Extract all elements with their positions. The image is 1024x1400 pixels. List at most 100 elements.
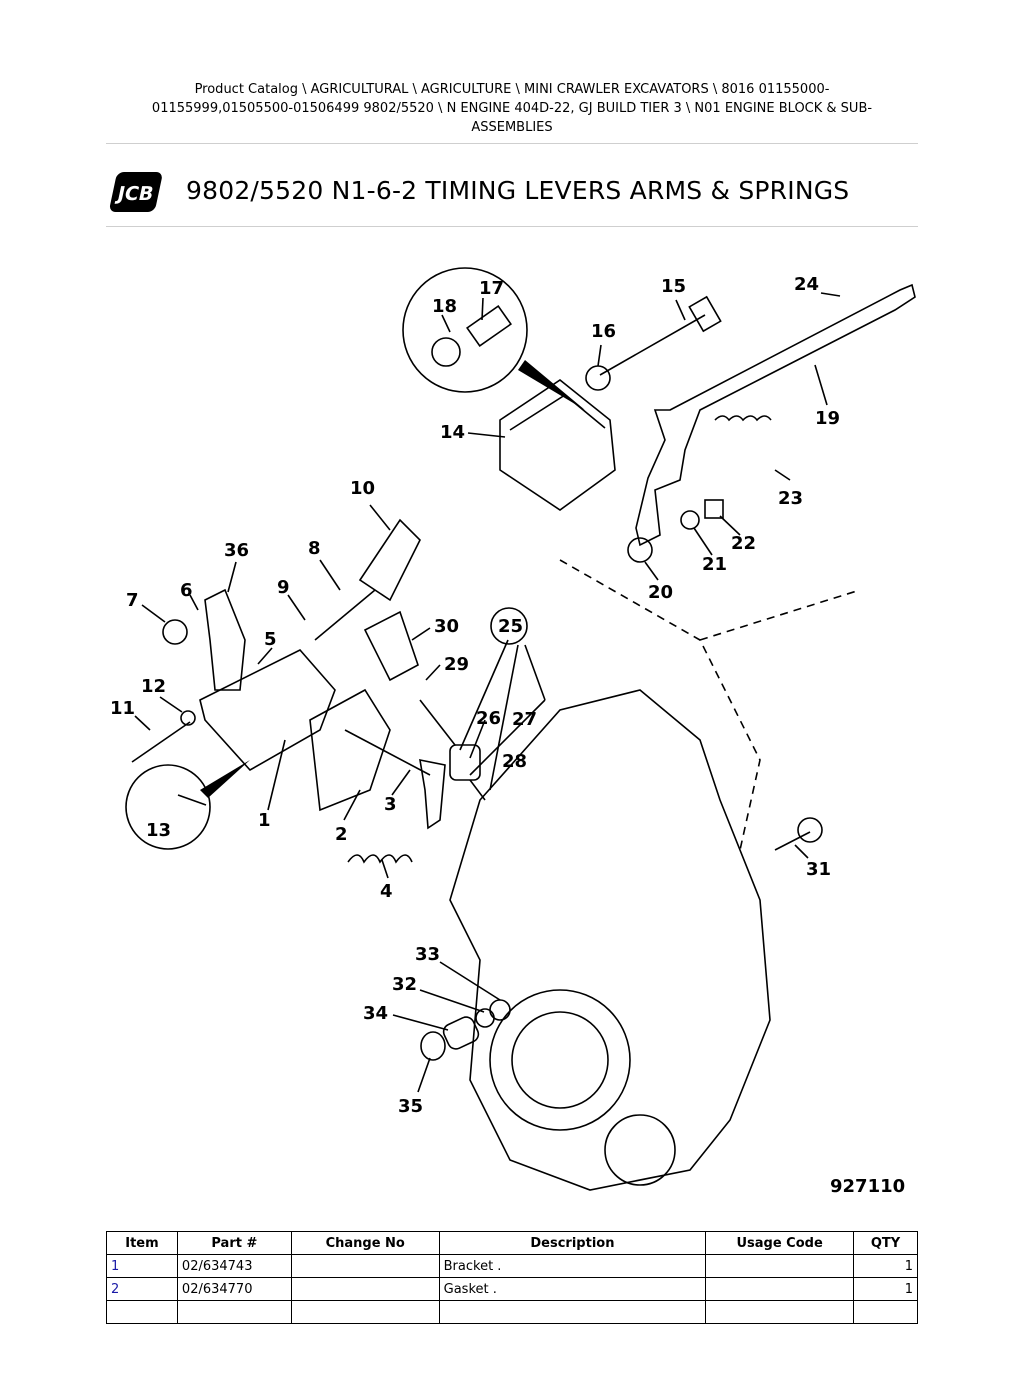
header-divider bbox=[106, 143, 918, 144]
callout-1: 1 bbox=[258, 810, 271, 831]
quantity: 1 bbox=[853, 1254, 918, 1278]
part-36-bracket bbox=[204, 588, 246, 691]
part-3-shaft bbox=[344, 729, 431, 776]
callout-7: 7 bbox=[126, 590, 139, 611]
part-17-fitting bbox=[466, 304, 512, 348]
empty-cell bbox=[290, 1300, 440, 1324]
callout-3: 3 bbox=[384, 794, 397, 815]
part-30-cap bbox=[363, 610, 419, 682]
part-2-gasket bbox=[309, 688, 391, 812]
callout-15: 15 bbox=[661, 276, 686, 297]
column-header-qty: QTY bbox=[853, 1231, 918, 1255]
callout-25: 25 bbox=[498, 616, 523, 637]
part-16-washer bbox=[585, 365, 611, 391]
callout-21: 21 bbox=[702, 554, 727, 575]
parts-table: Item Part # Change No Description Usage … bbox=[106, 1231, 918, 1324]
part-34-sleeve bbox=[442, 1016, 480, 1050]
part-12-washer bbox=[180, 710, 196, 726]
callout-24: 24 bbox=[794, 274, 819, 295]
callout-5: 5 bbox=[264, 629, 277, 650]
page-title: 9802/5520 N1-6-2 TIMING LEVERS ARMS & SP… bbox=[186, 176, 850, 205]
part-10-knob bbox=[358, 518, 421, 602]
callout-10: 10 bbox=[350, 478, 375, 499]
part-1-bracket bbox=[199, 649, 336, 772]
exploded-parts-diagram: 17 18 15 24 16 19 14 23 10 22 36 8 21 6 … bbox=[110, 267, 916, 1197]
column-header-usage-code: Usage Code bbox=[705, 1231, 854, 1255]
callout-2: 2 bbox=[335, 824, 348, 845]
part-11-bolt bbox=[131, 721, 191, 763]
part-27-nut bbox=[449, 744, 481, 781]
part-7-nut bbox=[162, 619, 188, 645]
breadcrumb: Product Catalog \ AGRICULTURAL \ AGRICUL… bbox=[120, 80, 904, 137]
usage-code bbox=[705, 1277, 854, 1301]
usage-code bbox=[705, 1254, 854, 1278]
callout-27: 27 bbox=[512, 709, 537, 730]
part-22-nut bbox=[704, 499, 724, 519]
callout-30: 30 bbox=[434, 616, 459, 637]
jcb-logo: JCB bbox=[109, 172, 162, 212]
detail-circle-upper bbox=[402, 267, 528, 393]
part-number: 02/634743 bbox=[176, 1254, 292, 1278]
quantity: 1 bbox=[853, 1277, 918, 1301]
figure-number: 927110 bbox=[830, 1176, 905, 1197]
callout-11: 11 bbox=[110, 698, 135, 719]
part-31-bolt bbox=[774, 831, 811, 851]
column-header-item: Item bbox=[106, 1231, 178, 1255]
column-header-description: Description bbox=[438, 1231, 707, 1255]
callout-34: 34 bbox=[363, 1003, 388, 1024]
callout-29: 29 bbox=[444, 654, 469, 675]
engine-bore bbox=[489, 989, 631, 1131]
callout-35: 35 bbox=[398, 1096, 423, 1117]
part-21-washer bbox=[680, 510, 700, 530]
callout-17: 17 bbox=[479, 278, 504, 299]
empty-cell bbox=[853, 1300, 918, 1324]
empty-cell bbox=[705, 1300, 854, 1324]
callout-32: 32 bbox=[392, 974, 417, 995]
callout-19: 19 bbox=[815, 408, 840, 429]
part-18-nut bbox=[431, 337, 461, 367]
table-row: 2 02/634770 Gasket . 1 bbox=[106, 1277, 918, 1301]
part-number: 02/634770 bbox=[176, 1277, 292, 1301]
part-15-bolt bbox=[599, 314, 706, 376]
change-no bbox=[290, 1277, 440, 1301]
empty-cell bbox=[176, 1300, 292, 1324]
jcb-logo-text: JCB bbox=[113, 182, 155, 205]
part-19-lever bbox=[635, 283, 916, 547]
table-row: 1 02/634743 Bracket . 1 bbox=[106, 1254, 918, 1278]
breadcrumb-line-1: Product Catalog \ AGRICULTURAL \ AGRICUL… bbox=[194, 82, 830, 97]
callout-14: 14 bbox=[440, 422, 465, 443]
callout-31: 31 bbox=[806, 859, 831, 880]
callout-labels: 17 18 15 24 16 19 14 23 10 22 36 8 21 6 … bbox=[110, 274, 905, 1197]
part-20-pivot bbox=[627, 537, 653, 563]
column-header-part: Part # bbox=[176, 1231, 292, 1255]
callout-8: 8 bbox=[308, 538, 321, 559]
callout-26: 26 bbox=[476, 708, 501, 729]
part-14-housing bbox=[499, 379, 616, 511]
detail-circle-lower bbox=[125, 764, 211, 850]
callout-33: 33 bbox=[415, 944, 440, 965]
description: Bracket . bbox=[438, 1254, 707, 1278]
breadcrumb-line-3: ASSEMBLIES bbox=[471, 120, 553, 135]
item-link[interactable]: 1 bbox=[106, 1254, 178, 1278]
title-divider bbox=[106, 226, 918, 227]
callout-18: 18 bbox=[432, 296, 457, 317]
part-8-rod bbox=[314, 589, 376, 641]
part-33-ring bbox=[489, 999, 511, 1021]
part-23-spring bbox=[714, 415, 772, 422]
callout-36: 36 bbox=[224, 540, 249, 561]
breadcrumb-line-2: 01155999,01505500-01506499 9802/5520 \ N… bbox=[151, 101, 873, 116]
callout-16: 16 bbox=[591, 321, 616, 342]
part-32-ring bbox=[475, 1008, 495, 1028]
part-35-plug bbox=[420, 1031, 446, 1061]
table-row bbox=[106, 1300, 918, 1324]
callout-22: 22 bbox=[731, 533, 756, 554]
empty-cell bbox=[106, 1300, 178, 1324]
description: Gasket . bbox=[438, 1277, 707, 1301]
callout-6: 6 bbox=[180, 580, 193, 601]
callout-4: 4 bbox=[380, 881, 393, 902]
change-no bbox=[290, 1254, 440, 1278]
item-link[interactable]: 2 bbox=[106, 1277, 178, 1301]
callout-23: 23 bbox=[778, 488, 803, 509]
part-4-spring bbox=[347, 854, 413, 864]
empty-cell bbox=[438, 1300, 707, 1324]
